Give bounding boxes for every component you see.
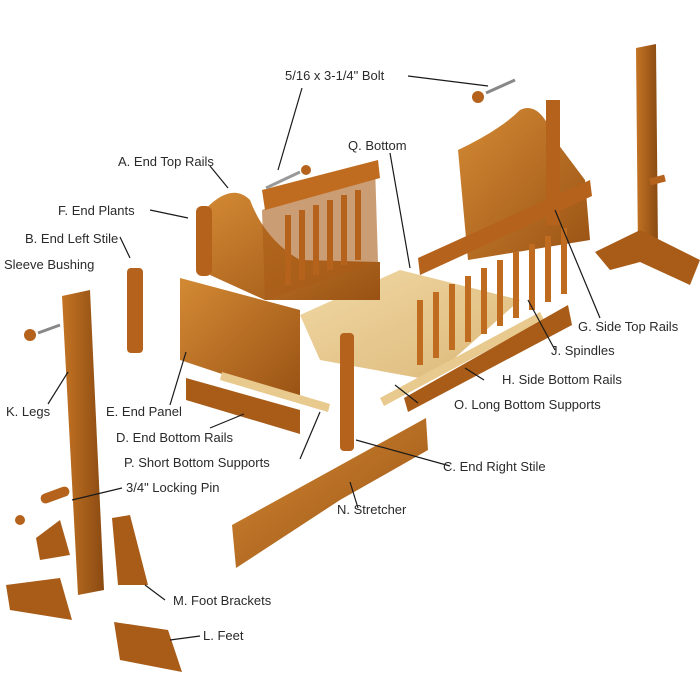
label-locking-pin: 3/4" Locking Pin bbox=[126, 480, 220, 495]
label-end-top-rails: A. End Top Rails bbox=[118, 154, 214, 169]
side-assembly bbox=[380, 180, 592, 412]
label-end-right-stile: C. End Right Stile bbox=[443, 459, 546, 474]
short-bottom-support bbox=[220, 372, 330, 412]
label-side-top-rails: G. Side Top Rails bbox=[578, 319, 679, 334]
label-short-bottom-supports: P. Short Bottom Supports bbox=[124, 455, 270, 470]
end-bottom-rail bbox=[186, 378, 300, 434]
label-sleeve-bushing: Sleeve Bushing bbox=[4, 257, 95, 272]
end-right-stile bbox=[340, 333, 354, 451]
label-end-plants: F. End Plants bbox=[58, 203, 135, 218]
label-long-bottom-supports: O. Long Bottom Supports bbox=[454, 397, 601, 412]
label-end-bottom-rails: D. End Bottom Rails bbox=[116, 430, 234, 445]
end-assembly-near bbox=[180, 160, 380, 400]
end-left-stile bbox=[127, 268, 143, 353]
label-stretcher: N. Stretcher bbox=[337, 502, 407, 517]
label-bottom: Q. Bottom bbox=[348, 138, 407, 153]
label-foot-brackets: M. Foot Brackets bbox=[173, 593, 272, 608]
bolts bbox=[265, 165, 311, 190]
label-side-bottom-rails: H. Side Bottom Rails bbox=[502, 372, 622, 387]
label-spindles: J. Spindles bbox=[551, 343, 615, 358]
label-end-panel: E. End Panel bbox=[106, 404, 182, 419]
label-bolt: 5/16 x 3-1/4" Bolt bbox=[285, 68, 385, 83]
right-leg-assembly bbox=[472, 44, 700, 285]
label-legs: K. Legs bbox=[6, 404, 51, 419]
end-panel-far bbox=[458, 100, 590, 260]
leader-lines bbox=[47, 75, 601, 641]
label-end-left-stile: B. End Left Stile bbox=[25, 231, 119, 246]
stretcher bbox=[232, 418, 428, 568]
label-feet: L. Feet bbox=[203, 628, 244, 643]
left-leg-assembly bbox=[6, 290, 182, 672]
